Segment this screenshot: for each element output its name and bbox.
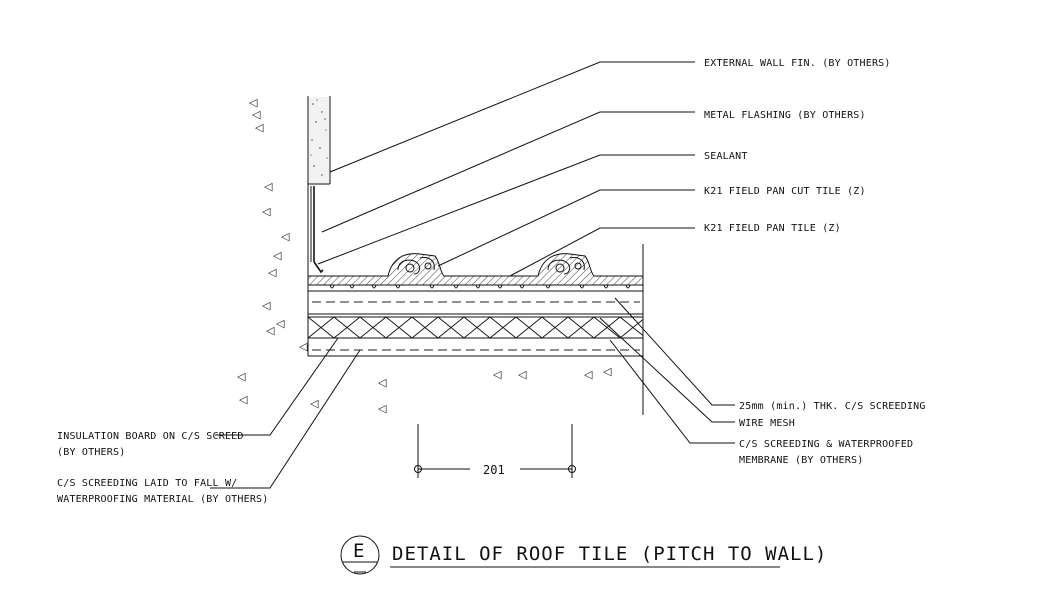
- title-block: E DETAIL OF ROOF TILE (PITCH TO WALL): [340, 535, 827, 575]
- leader-lines: [210, 61, 735, 489]
- svg-text:◁: ◁: [584, 368, 593, 381]
- label-screeding: 25mm (min.) THK. C/S SCREEDING: [739, 401, 926, 412]
- svg-text:◁: ◁: [266, 324, 275, 337]
- detail-title: DETAIL OF ROOF TILE (PITCH TO WALL): [392, 543, 827, 565]
- label-screed-fall-line2: WATERPROOFING MATERIAL (BY OTHERS): [57, 494, 269, 505]
- svg-text:◁: ◁: [603, 365, 612, 378]
- svg-text:◁: ◁: [262, 299, 271, 312]
- concrete-aggregate: ◁ ◁ ◁ ◁ ◁ ◁ ◁ ◁ ◁ ◁ ◁ ◁ ◁ ◁ ◁ ◁ ◁ ◁ ◁ ◁ …: [237, 96, 612, 415]
- dimension-201: 201: [414, 424, 576, 478]
- svg-text:◁: ◁: [252, 108, 261, 121]
- label-metal-flashing: METAL FLASHING (BY OTHERS): [704, 110, 866, 121]
- label-wire-mesh: WIRE MESH: [739, 418, 795, 429]
- label-membrane-line1: C/S SCREEDING & WATERPROOFED: [739, 439, 913, 450]
- svg-text:◁: ◁: [264, 180, 273, 193]
- svg-text:◁: ◁: [239, 393, 248, 406]
- label-insulation-line2: (BY OTHERS): [57, 447, 125, 458]
- svg-text:◁: ◁: [281, 230, 290, 243]
- svg-text:◁: ◁: [378, 376, 387, 389]
- screed-layers: [307, 290, 644, 357]
- label-membrane-line2: MEMBRANE (BY OTHERS): [739, 455, 863, 466]
- svg-text:◁: ◁: [299, 340, 308, 353]
- svg-text:◁: ◁: [262, 205, 271, 218]
- label-insulation-line1: INSULATION BOARD ON C/S SCREED: [57, 431, 244, 442]
- label-screed-fall-line1: C/S SCREEDING LAID TO FALL W/: [57, 478, 237, 489]
- dimension-value: 201: [483, 463, 505, 477]
- svg-text:◁: ◁: [273, 249, 282, 262]
- svg-text:◁: ◁: [310, 397, 319, 410]
- svg-text:◁: ◁: [493, 368, 502, 381]
- svg-text:◁: ◁: [249, 96, 258, 109]
- roof-tiles: [307, 253, 644, 289]
- label-cut-tile: K21 FIELD PAN CUT TILE (Z): [704, 186, 866, 197]
- detail-marker-letter: E: [353, 540, 365, 562]
- callouts-left: INSULATION BOARD ON C/S SCREED (BY OTHER…: [57, 431, 269, 505]
- svg-text:◁: ◁: [237, 370, 246, 383]
- callouts-right: EXTERNAL WALL FIN. (BY OTHERS) METAL FLA…: [704, 58, 926, 466]
- label-pan-tile: K21 FIELD PAN TILE (Z): [704, 223, 841, 234]
- svg-text:◁: ◁: [276, 317, 285, 330]
- external-wall-finish: [307, 96, 331, 185]
- svg-text:◁: ◁: [378, 402, 387, 415]
- svg-text:◁: ◁: [268, 266, 277, 279]
- svg-text:◁: ◁: [255, 121, 264, 134]
- label-external-wall: EXTERNAL WALL FIN. (BY OTHERS): [704, 58, 891, 69]
- detail-marker-circle: [340, 535, 380, 575]
- svg-text:◁: ◁: [518, 368, 527, 381]
- label-sealant: SEALANT: [704, 151, 748, 162]
